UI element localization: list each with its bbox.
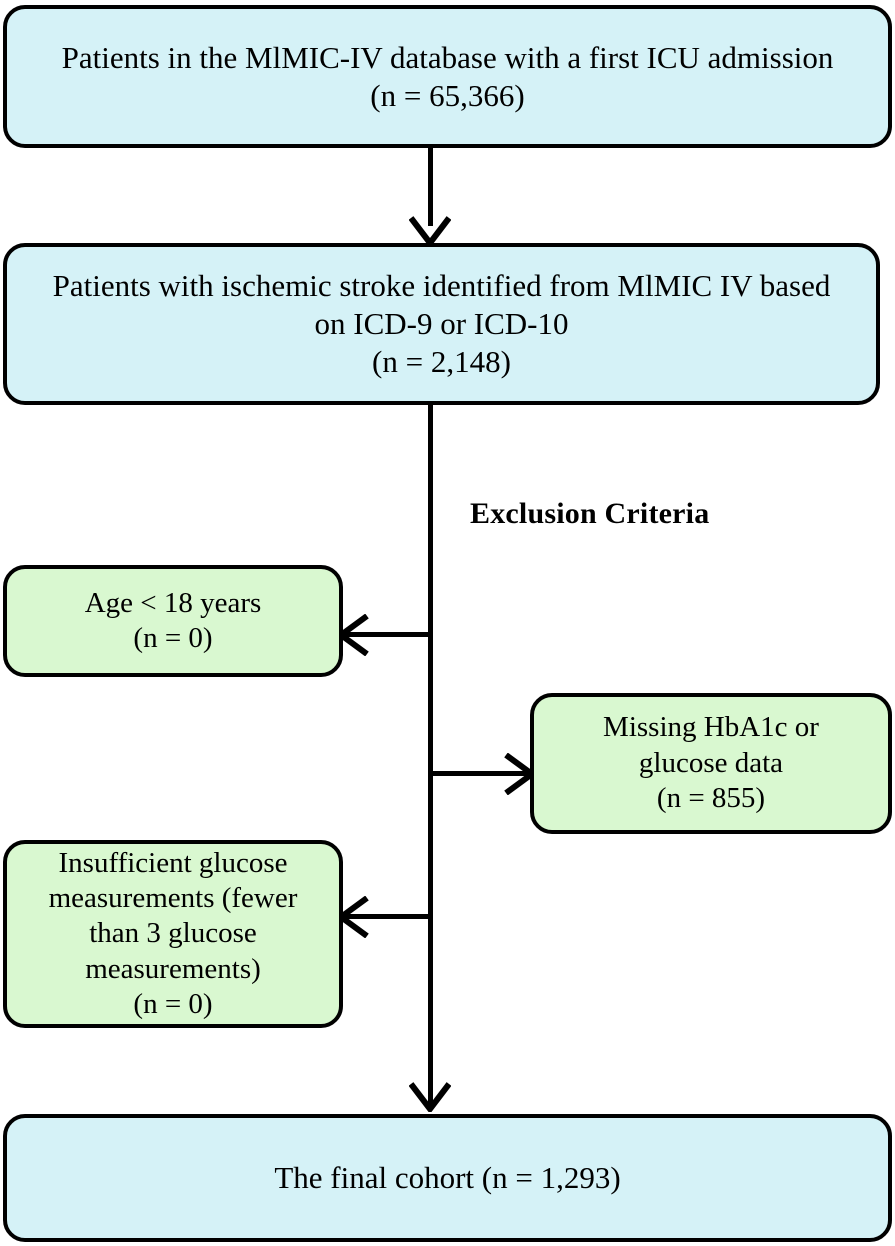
node-exclusion-insufficient-glucose-label: Insufficient glucose measurements (fewer… bbox=[48, 846, 298, 1021]
connector-main-spine bbox=[428, 405, 433, 1104]
arrowhead-down-source-to-stroke bbox=[408, 216, 452, 248]
connector-to-glucose-exclusion bbox=[343, 914, 430, 919]
node-exclusion-missing-hba1c-label: Missing HbA1c or glucose data (n = 855) bbox=[603, 711, 819, 815]
node-source-cohort: Patients in the MlMIC-IV database with a… bbox=[3, 5, 892, 148]
node-ischemic-stroke-cohort-label: Patients with ischemic stroke identified… bbox=[52, 268, 831, 379]
node-exclusion-missing-hba1c: Missing HbA1c or glucose data (n = 855) bbox=[530, 693, 892, 834]
node-final-cohort-label: The final cohort (n = 1,293) bbox=[274, 1160, 621, 1196]
node-exclusion-age: Age < 18 years (n = 0) bbox=[3, 565, 343, 677]
node-ischemic-stroke-cohort: Patients with ischemic stroke identified… bbox=[3, 243, 880, 405]
node-final-cohort: The final cohort (n = 1,293) bbox=[3, 1114, 892, 1242]
connector-to-hba1c-exclusion bbox=[430, 771, 532, 776]
node-exclusion-age-label: Age < 18 years (n = 0) bbox=[84, 586, 262, 654]
arrowhead-down-to-final-cohort bbox=[408, 1082, 452, 1114]
connector-source-to-stroke bbox=[428, 148, 433, 226]
exclusion-criteria-label: Exclusion Criteria bbox=[470, 497, 710, 530]
node-source-cohort-label: Patients in the MlMIC-IV database with a… bbox=[61, 39, 834, 113]
connector-to-age-exclusion bbox=[343, 632, 430, 637]
node-exclusion-insufficient-glucose: Insufficient glucose measurements (fewer… bbox=[3, 840, 343, 1028]
